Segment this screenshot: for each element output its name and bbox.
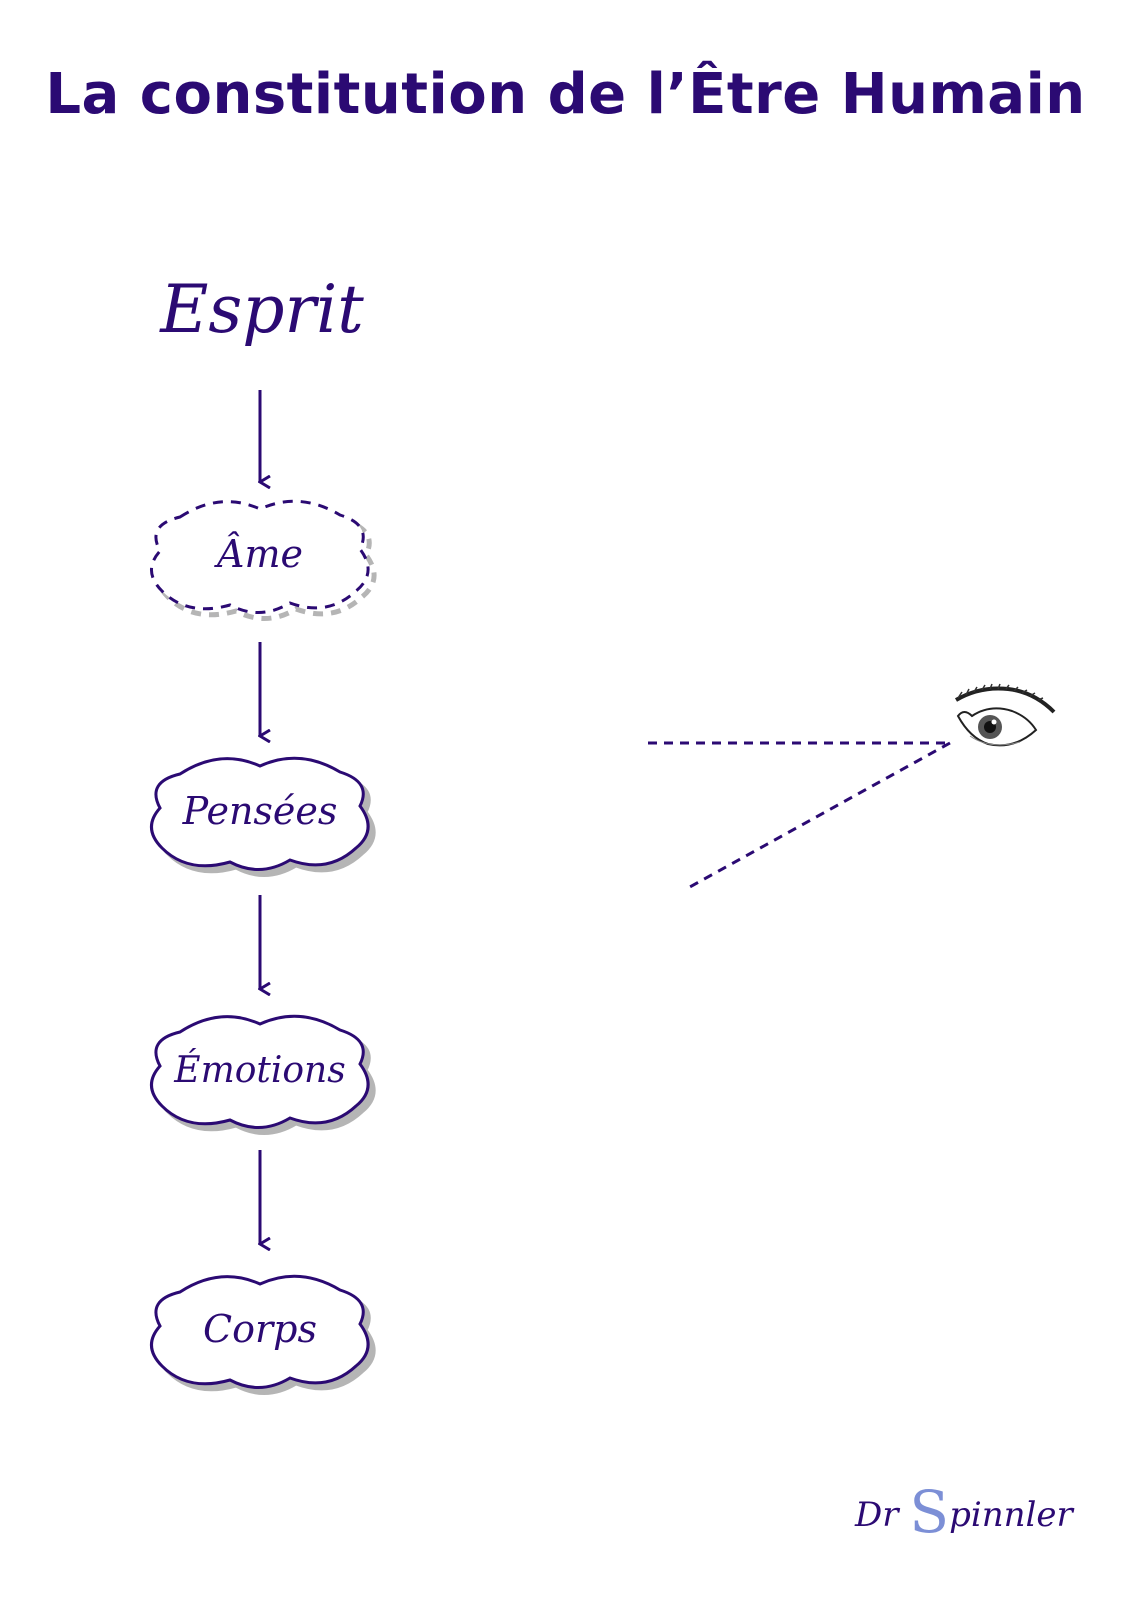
node-label-corps: Corps — [203, 1307, 317, 1351]
page-title: La constitution de l’Être Humain — [45, 62, 1086, 127]
cloud-corps: Corps — [149, 1274, 376, 1396]
signature-prefix: Dr — [855, 1495, 899, 1535]
cloud-ame: Âme — [149, 499, 374, 618]
eye-icon — [954, 683, 1056, 747]
node-label-pensees: Pensées — [182, 789, 338, 833]
sight-line-diagonal — [687, 741, 951, 890]
signature-rest: pinnler — [949, 1495, 1073, 1535]
esprit-label: Esprit — [159, 271, 364, 348]
signature-initial: S — [909, 1478, 950, 1546]
cloud-emotions: Émotions — [149, 1014, 376, 1136]
node-label-emotions: Émotions — [173, 1049, 345, 1091]
cloud-pensees: Pensées — [149, 756, 376, 878]
node-label-ame: Âme — [214, 532, 303, 576]
author-signature: Dr Spinnler — [855, 1478, 1073, 1546]
sight-lines — [648, 741, 951, 890]
